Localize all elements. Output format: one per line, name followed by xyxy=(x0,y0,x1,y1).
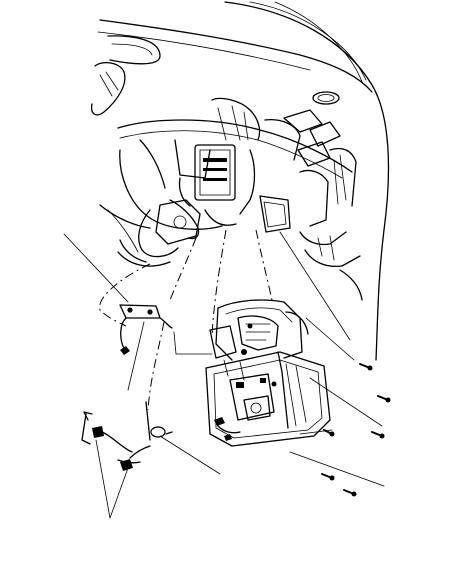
leader-connector-bracket xyxy=(63,233,129,303)
harness-clip xyxy=(145,401,173,441)
routing-lines xyxy=(99,229,273,411)
bolt-bottom-a xyxy=(321,473,335,481)
dashboard-outline xyxy=(90,1,390,361)
leader-harness-clip xyxy=(127,321,145,391)
leader-mount-bolt xyxy=(305,317,355,361)
leader-bottom-bolt xyxy=(289,451,385,487)
leader-panel-clip xyxy=(159,435,221,475)
bolt-upper xyxy=(359,363,373,371)
leader-lower-b xyxy=(109,467,129,519)
glovebox-housing xyxy=(205,299,331,447)
leader-lower-a xyxy=(95,439,111,519)
dash-internals xyxy=(107,97,363,301)
bolt-bottom-b xyxy=(343,489,357,497)
callout-leaders xyxy=(63,231,385,519)
bolt-mid xyxy=(377,395,391,403)
leader-right-bolt xyxy=(309,377,383,427)
knee-panel xyxy=(99,199,201,267)
lower-connectors xyxy=(81,411,151,471)
leader-tray-bolt xyxy=(299,429,333,435)
leader-upper-bolt xyxy=(279,231,351,341)
connector-bracket xyxy=(119,304,173,355)
bolt-right-lower xyxy=(371,431,385,439)
